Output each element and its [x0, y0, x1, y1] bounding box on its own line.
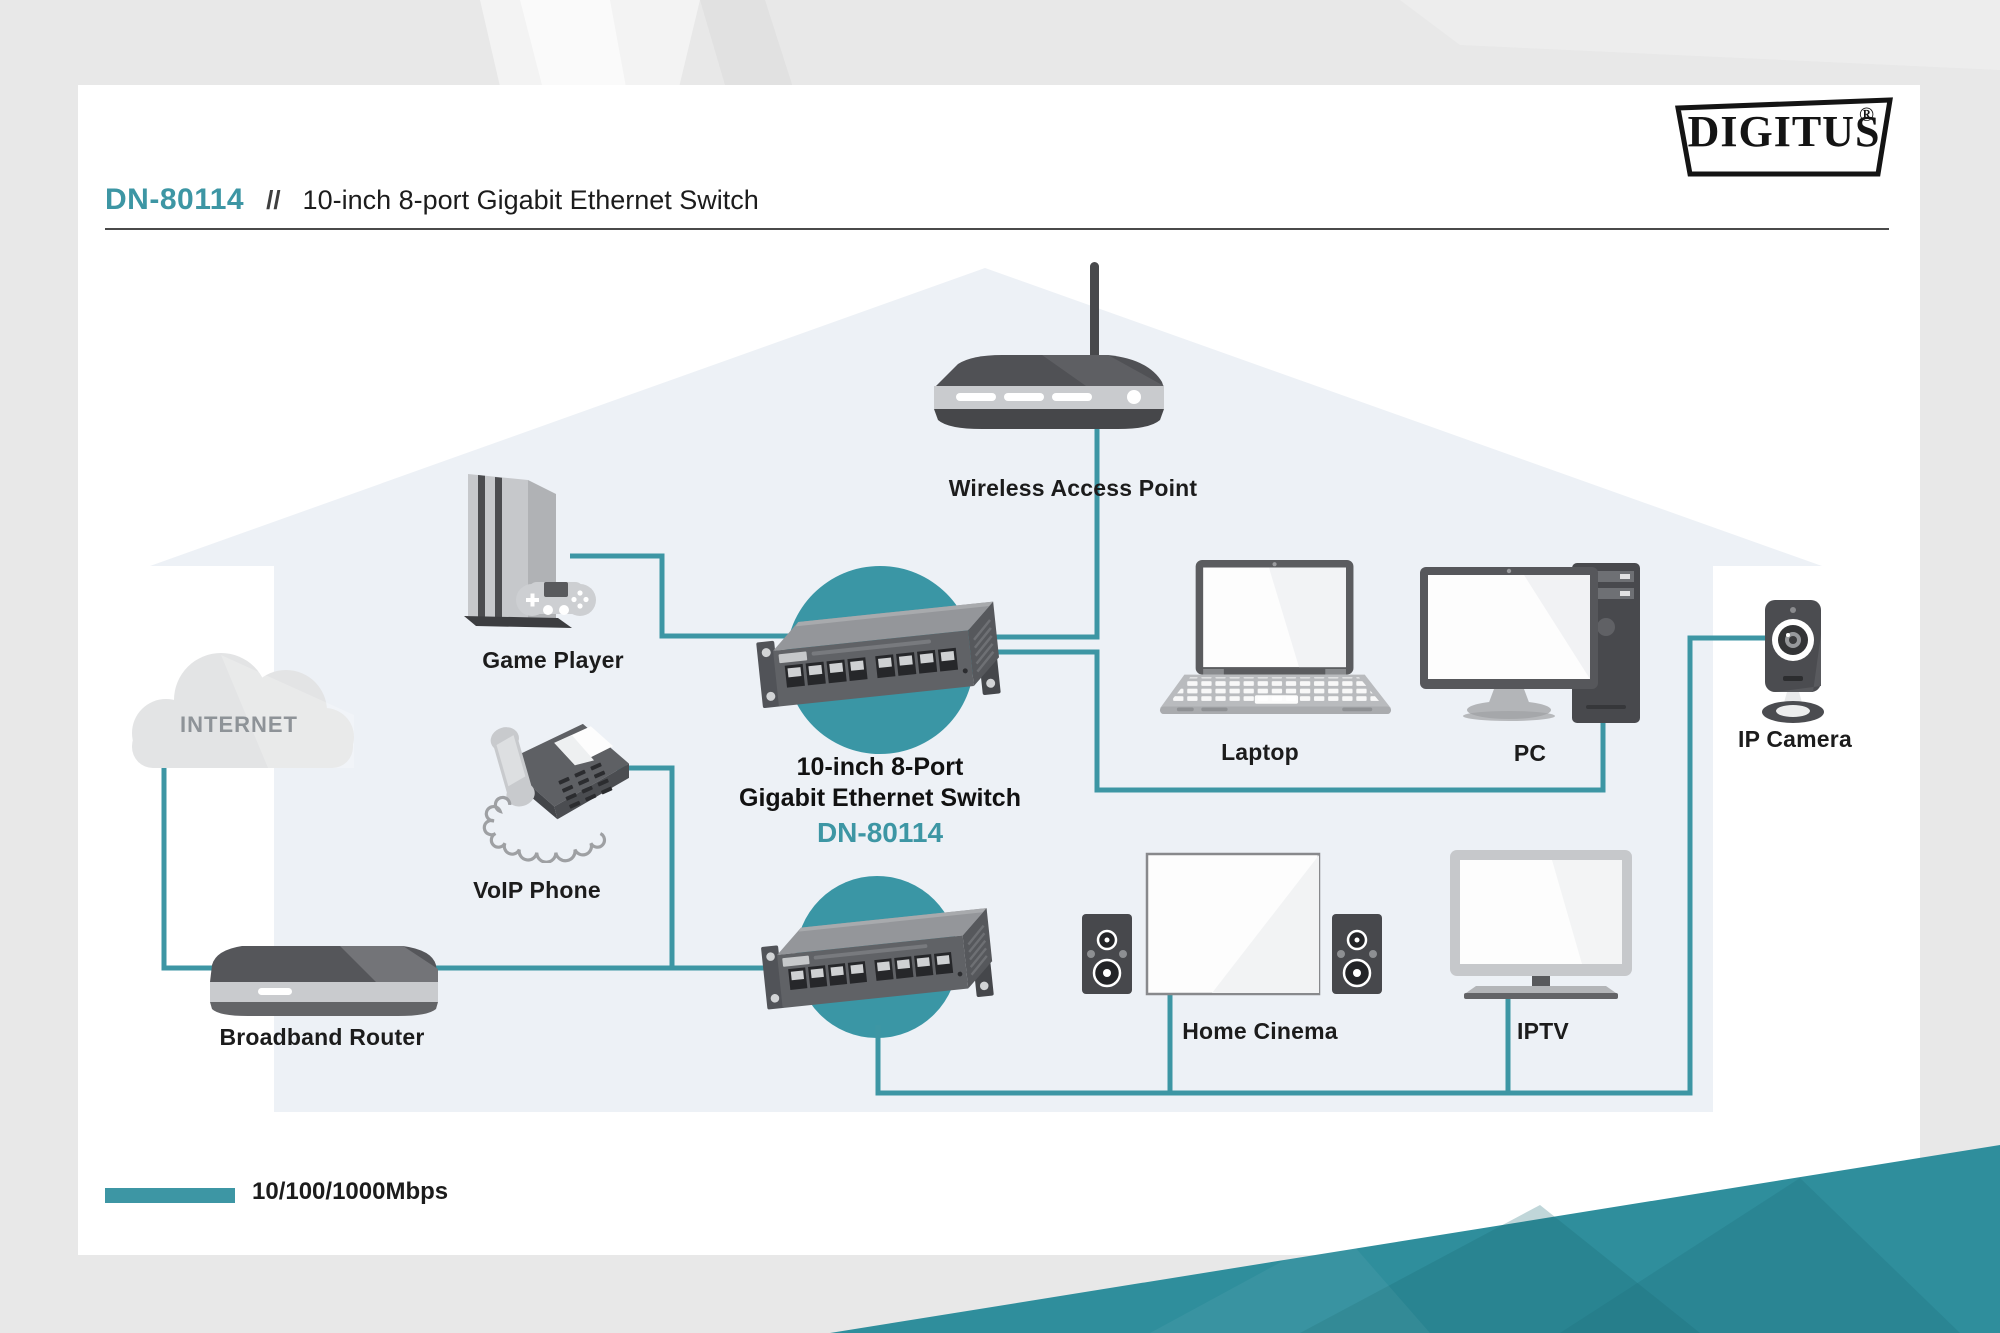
iptv-icon: [1450, 850, 1632, 999]
internet-cloud-icon: [132, 653, 354, 768]
switch-label-line2: Gigabit Ethernet Switch: [739, 784, 1021, 812]
header-rule: [105, 228, 1889, 230]
broadband-router-label: Broadband Router: [219, 1024, 425, 1050]
phone-handset-icon: [490, 727, 535, 807]
line-switch-to-ipcamera: [875, 635, 1766, 1096]
line-switch-to-laptop-pc: [910, 649, 1606, 793]
game-player-icon: [464, 474, 596, 628]
internet-label: INTERNET: [180, 712, 298, 737]
legend-speed-bar: [105, 1188, 235, 1203]
laptop-label: Laptop: [1221, 739, 1299, 765]
iptv-label: IPTV: [1517, 1018, 1569, 1044]
legend-speed-label: 10/100/1000Mbps: [252, 1178, 449, 1205]
home-cinema-label: Home Cinema: [1182, 1018, 1338, 1044]
pc-label: PC: [1513, 740, 1547, 766]
page-title: 10-inch 8-port Gigabit Ethernet Switch: [302, 185, 759, 215]
ethernet-switch-icon-bottom: [761, 908, 994, 1010]
wireless-access-point-label: Wireless Access Point: [948, 475, 1198, 501]
switch-center-label: 10-inch 8-Port Gigabit Ethernet Switch D…: [700, 752, 1060, 849]
line-gameplayer-to-switch: [570, 553, 870, 639]
speaker-icon-right: [1332, 914, 1382, 994]
broadband-router-icon: [210, 946, 438, 1016]
voip-phone-label: VoIP Phone: [473, 877, 601, 903]
gamepad-icon: [516, 582, 596, 616]
switch-label-model: DN-80114: [816, 817, 944, 848]
brand-name: DIGITUS: [1687, 107, 1881, 156]
game-player-label: Game Player: [482, 647, 624, 673]
header-separator: //: [266, 185, 281, 215]
switch-label-line1: 10-inch 8-Port: [796, 753, 964, 781]
line-internet-to-switch: [161, 762, 800, 971]
pc-icon: [1420, 563, 1640, 723]
ip-camera-label: IP Camera: [1738, 726, 1852, 752]
ethernet-switch-icon-top: [756, 601, 1001, 709]
registered-mark: ®: [1859, 104, 1874, 126]
voip-phone-icon: [482, 723, 630, 863]
ip-camera-icon: [1762, 600, 1824, 723]
speaker-icon-left: [1082, 914, 1132, 994]
laptop-icon: [1159, 560, 1392, 715]
wireless-access-point-icon: [934, 262, 1164, 429]
product-model: DN-80114: [105, 183, 245, 216]
page-header: DN-80114 // 10-inch 8-port Gigabit Ether…: [105, 183, 759, 217]
brand-logo-frame: [1675, 97, 1893, 177]
brand-logo: DIGITUS ®: [1672, 96, 1896, 180]
home-cinema-icon: [1082, 852, 1382, 996]
